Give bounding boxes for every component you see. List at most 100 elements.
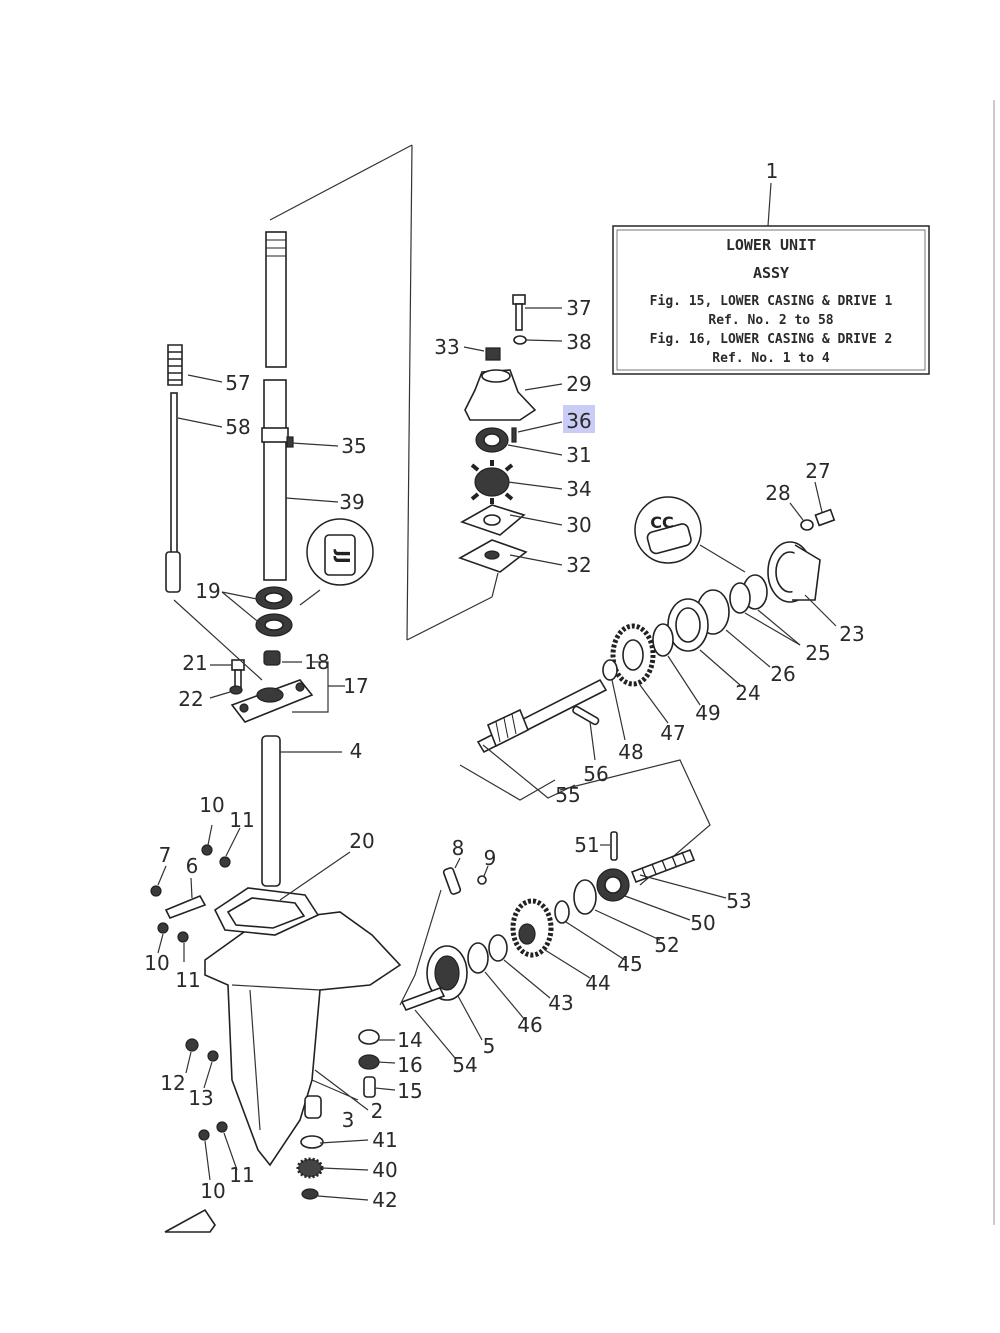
- reverse-gear-47: [610, 623, 656, 687]
- washer-28: [800, 519, 814, 531]
- info-box-fig15: Fig. 15, LOWER CASING & DRIVE 1: [650, 294, 893, 309]
- water-pump-group: [458, 294, 537, 573]
- inset-jj: JJ: [299, 518, 374, 606]
- callout-35: 35: [341, 434, 366, 458]
- callout-34: 34: [566, 477, 591, 501]
- shim-43: [488, 934, 508, 962]
- callout-numbers: 1 2 3 4 5 6 7 8 9 10 10 10 11 11 11 12 1…: [144, 159, 864, 1212]
- callout-38: 38: [566, 330, 591, 354]
- bolt-27: [814, 508, 836, 527]
- callout-52: 52: [654, 933, 679, 957]
- callout-2: 2: [371, 1099, 384, 1123]
- callout-30: 30: [566, 513, 591, 537]
- drive-shaft-39: [263, 379, 287, 581]
- callout-28: 28: [765, 481, 790, 505]
- info-box-ref15: Ref. No. 2 to 58: [708, 313, 833, 328]
- info-box: LOWER UNIT ASSY Fig. 15, LOWER CASING & …: [612, 182, 930, 375]
- callout-33: 33: [434, 335, 459, 359]
- water-tube-4: [261, 735, 281, 887]
- bolt-10a: [201, 844, 213, 856]
- forward-gear-group: [399, 831, 696, 1011]
- callout-26: 26: [770, 662, 795, 686]
- lower-casing-group: [150, 844, 402, 1233]
- callout-13: 13: [188, 1086, 213, 1110]
- callout-7: 7: [159, 843, 172, 867]
- callout-10c: 10: [200, 1179, 225, 1203]
- drive-shaft-upper: [265, 231, 287, 368]
- info-box-fig16: Fig. 16, LOWER CASING & DRIVE 2: [650, 332, 893, 347]
- forward-gear-44: [510, 898, 554, 958]
- gasket-16: [358, 1054, 380, 1070]
- shift-cam-8: [442, 867, 462, 895]
- callout-27: 27: [805, 459, 830, 483]
- callout-8: 8: [452, 836, 465, 860]
- pin-36: [511, 427, 517, 443]
- shift-plunger-54: [400, 987, 446, 1011]
- callout-32: 32: [566, 553, 591, 577]
- callout-22: 22: [178, 687, 203, 711]
- bushing-3: [304, 1095, 322, 1119]
- callout-20: 20: [349, 829, 374, 853]
- callout-31: 31: [566, 443, 591, 467]
- cross-pin-ring-52: [573, 879, 597, 915]
- callout-56: 56: [583, 762, 608, 786]
- ball-bearing-24: [667, 598, 709, 652]
- dog-clutch-50: [596, 868, 630, 902]
- washer-13: [207, 1050, 219, 1062]
- spring-57: [167, 344, 183, 386]
- callout-4: 4: [350, 739, 363, 763]
- callout-16: 16: [397, 1053, 422, 1077]
- callout-37: 37: [566, 296, 591, 320]
- callout-57: 57: [225, 371, 250, 395]
- shift-rod-58: [170, 392, 178, 554]
- callout-47: 47: [660, 721, 685, 745]
- callout-51: 51: [574, 833, 599, 857]
- oil-seal-25b: [729, 582, 751, 614]
- cover-6: [164, 894, 207, 919]
- callout-48: 48: [618, 740, 643, 764]
- info-box-ref16: Ref. No. 1 to 4: [712, 351, 830, 366]
- impeller-34: [470, 460, 514, 504]
- callout-41: 41: [372, 1128, 397, 1152]
- propeller-shaft-55: [476, 678, 608, 754]
- pinion-40: [296, 1157, 324, 1179]
- washer-11b: [177, 931, 189, 943]
- callout-53: 53: [726, 889, 751, 913]
- drive-shaft-group: [165, 144, 499, 887]
- callout-44: 44: [585, 971, 610, 995]
- callout-15: 15: [397, 1079, 422, 1103]
- callout-50: 50: [690, 911, 715, 935]
- callout-45: 45: [617, 952, 642, 976]
- washer-22: [229, 685, 243, 695]
- inset-jj-label: JJ: [332, 548, 353, 563]
- callout-43: 43: [548, 991, 573, 1015]
- callout-54: 54: [452, 1053, 477, 1077]
- info-box-title: LOWER UNIT: [726, 236, 816, 254]
- pump-housing-29: [464, 369, 537, 421]
- pin-35: [286, 436, 294, 448]
- circlip-9: [477, 875, 487, 885]
- inset-cc-label: CC: [650, 513, 673, 532]
- callout-25: 25: [805, 641, 830, 665]
- inset-cc: CC: [634, 496, 746, 573]
- shim-46: [467, 942, 489, 974]
- pin-56: [572, 705, 600, 726]
- seal-18: [263, 650, 281, 666]
- callout-17: 17: [343, 674, 368, 698]
- callout-14: 14: [397, 1028, 422, 1052]
- callout-19: 19: [195, 579, 220, 603]
- callout-55: 55: [555, 783, 580, 807]
- pin-51: [610, 831, 618, 861]
- screw-15: [363, 1076, 376, 1098]
- grommet-33: [485, 347, 501, 361]
- callout-24: 24: [735, 681, 760, 705]
- washer-11a: [219, 856, 231, 868]
- callout-46: 46: [517, 1013, 542, 1037]
- highlight-36: [563, 405, 595, 433]
- callout-6: 6: [186, 854, 199, 878]
- taper-bearing-5: [426, 945, 468, 1001]
- callout-10b: 10: [144, 951, 169, 975]
- spring-53: [630, 848, 696, 884]
- callout-5: 5: [483, 1034, 496, 1058]
